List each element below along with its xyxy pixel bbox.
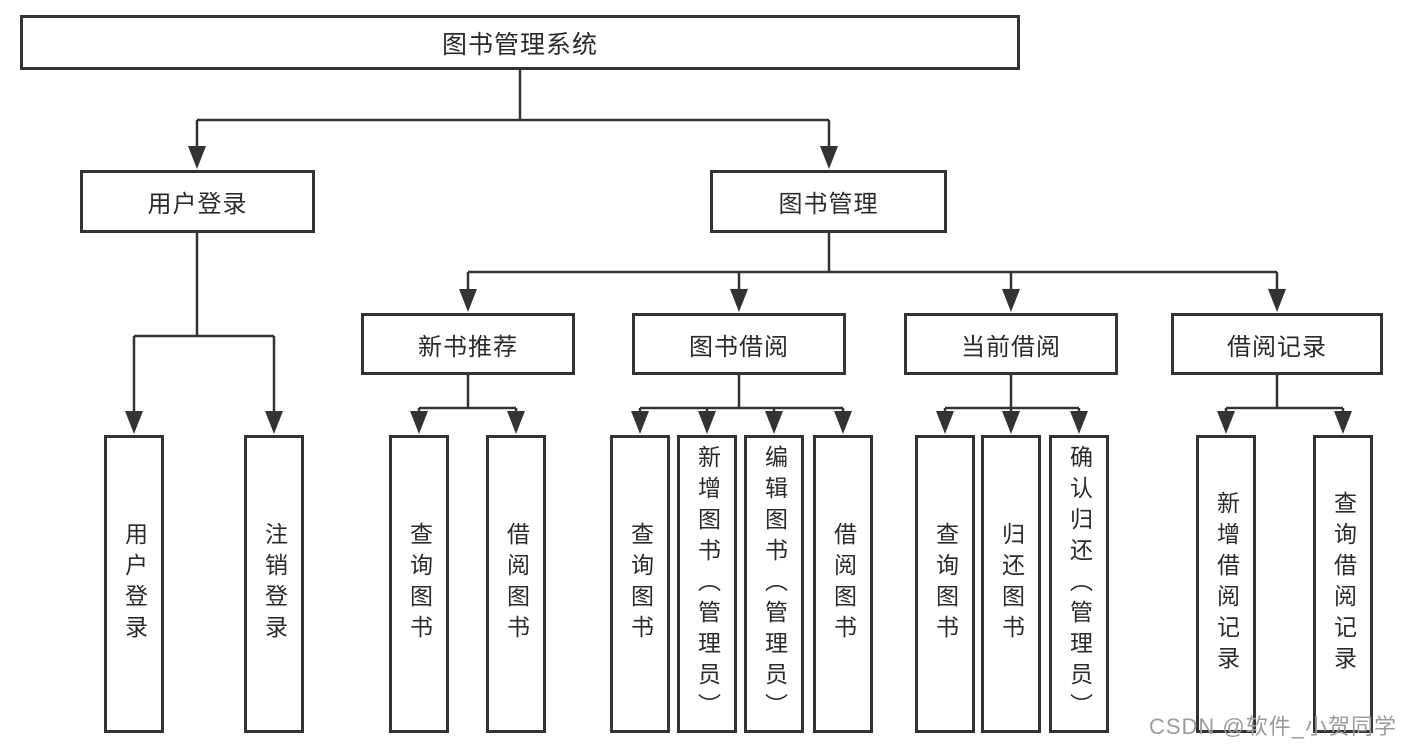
leaf-label: 归还图书 [998, 522, 1025, 646]
node-library-management-system: 图书管理系统 [20, 15, 1020, 70]
node-label: 图书借阅 [689, 333, 789, 361]
node-book-management: 图书管理 [710, 170, 947, 233]
node-book-borrowing: 图书借阅 [632, 313, 846, 375]
arrowheads [125, 146, 1352, 434]
node-borrowing-records: 借阅记录 [1171, 313, 1383, 375]
node-new-book-recommend: 新书推荐 [361, 313, 575, 375]
node-user-login: 用户登录 [80, 170, 315, 233]
leaf-label: 编辑图书（管理员） [761, 444, 788, 724]
leaf-borrowing-query-books: 查询图书 [610, 435, 670, 733]
leaf-current-return-books: 归还图书 [981, 435, 1041, 733]
leaf-recommend-borrow-books: 借阅图书 [486, 435, 546, 733]
leaf-label: 用户登录 [121, 522, 148, 646]
leaf-borrowing-edit-books-admin: 编辑图书（管理员） [744, 435, 804, 733]
leaf-borrowing-borrow-books: 借阅图书 [813, 435, 873, 733]
leaf-recommend-query-books: 查询图书 [389, 435, 449, 733]
leaf-user-login: 用户登录 [104, 435, 164, 733]
watermark: CSDN @软件_小贺同学 [1148, 714, 1397, 739]
leaf-current-confirm-return-admin: 确认归还（管理员） [1049, 435, 1109, 733]
leaf-current-query-books: 查询图书 [915, 435, 975, 733]
node-label: 借阅记录 [1227, 333, 1327, 361]
leaf-borrowing-add-books-admin: 新增图书（管理员） [677, 435, 737, 733]
leaf-label: 查询图书 [932, 522, 959, 646]
leaf-logout: 注销登录 [244, 435, 304, 733]
leaf-query-borrow-record: 查询借阅记录 [1313, 435, 1373, 733]
leaf-label: 借阅图书 [830, 522, 857, 646]
node-label: 当前借阅 [961, 333, 1061, 361]
leaf-label: 查询借阅记录 [1330, 491, 1357, 677]
leaf-add-borrow-record: 新增借阅记录 [1196, 435, 1256, 733]
leaf-label: 确认归还（管理员） [1066, 444, 1093, 724]
node-label: 图书管理系统 [441, 30, 598, 59]
leaf-label: 注销登录 [261, 522, 288, 646]
leaf-label: 新增借阅记录 [1213, 491, 1240, 677]
leaf-label: 借阅图书 [503, 522, 530, 646]
leaf-label: 查询图书 [627, 522, 654, 646]
node-current-borrowing: 当前借阅 [904, 313, 1118, 375]
leaf-label: 新增图书（管理员） [694, 444, 721, 724]
leaf-label: 查询图书 [406, 522, 433, 646]
node-label: 用户登录 [147, 191, 248, 218]
node-label: 图书管理 [778, 191, 879, 218]
node-label: 新书推荐 [418, 333, 518, 361]
